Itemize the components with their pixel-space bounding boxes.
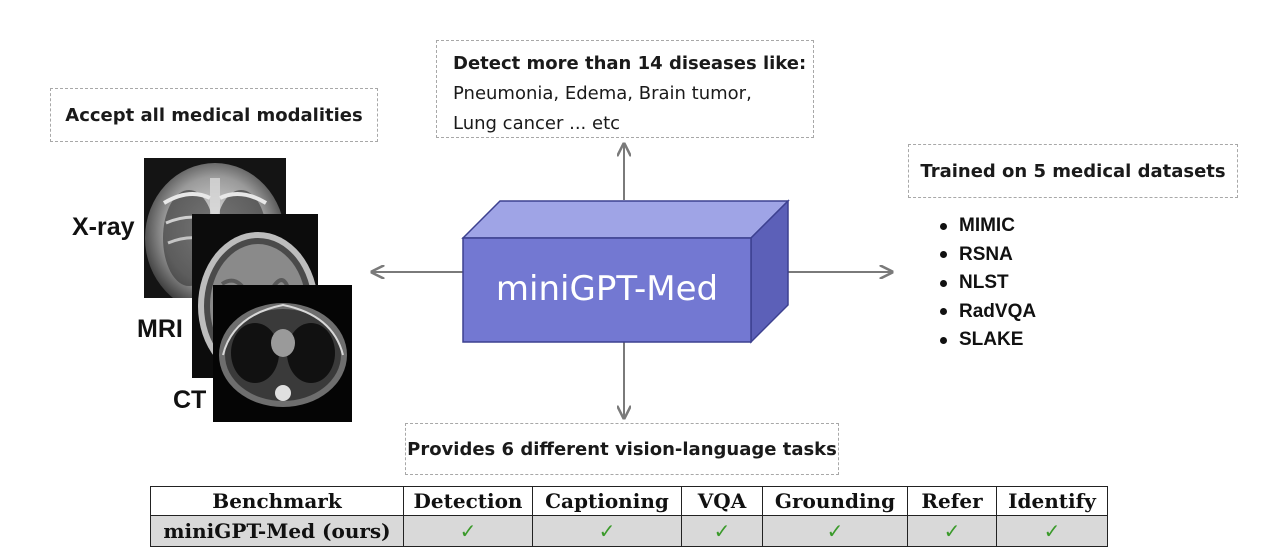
model-name-label: miniGPT-Med [495, 269, 719, 309]
diseases-line-1: Pneumonia, Edema, Brain tumor, [453, 83, 752, 104]
check-icon: ✓ [403, 515, 533, 547]
bullet-icon [940, 336, 947, 344]
label-mri: MRI [137, 315, 183, 343]
modalities-box: Accept all medical modalities [50, 88, 378, 142]
check-icon: ✓ [907, 515, 997, 547]
diseases-box: Detect more than 14 diseases like: Pneum… [436, 40, 814, 138]
box-top-face [461, 200, 790, 239]
dataset-item: MIMIC [940, 212, 1036, 241]
dataset-item: RSNA [940, 241, 1036, 270]
label-xray: X-ray [72, 213, 135, 241]
check-icon: ✓ [762, 515, 908, 547]
table-header-row: Benchmark Detection Captioning VQA Groun… [150, 486, 1108, 516]
label-ct: CT [173, 386, 207, 414]
benchmark-table: Benchmark Detection Captioning VQA Groun… [150, 486, 1108, 547]
bullet-icon [940, 251, 947, 259]
bullet-icon [940, 279, 947, 287]
row-model-name: miniGPT-Med (ours) [150, 515, 404, 547]
datasets-box: Trained on 5 medical datasets [908, 144, 1238, 198]
header-identify: Identify [996, 486, 1108, 516]
diseases-title: Detect more than 14 diseases like: [453, 53, 807, 74]
check-icon: ✓ [681, 515, 763, 547]
check-icon: ✓ [532, 515, 682, 547]
check-icon: ✓ [996, 515, 1108, 547]
header-vqa: VQA [681, 486, 763, 516]
dataset-item: RadVQA [940, 298, 1036, 327]
box-front-face [462, 237, 752, 343]
header-refer: Refer [907, 486, 997, 516]
tasks-title: Provides 6 different vision-language tas… [407, 438, 837, 460]
modalities-title: Accept all medical modalities [65, 104, 363, 126]
header-captioning: Captioning [532, 486, 682, 516]
tasks-box: Provides 6 different vision-language tas… [405, 423, 839, 475]
diseases-line-2: Lung cancer ... etc [453, 113, 621, 134]
header-grounding: Grounding [762, 486, 908, 516]
ct-image [213, 285, 352, 422]
dataset-list: MIMIC RSNA NLST RadVQA SLAKE [940, 212, 1036, 355]
datasets-title: Trained on 5 medical datasets [920, 160, 1226, 182]
header-detection: Detection [403, 486, 533, 516]
dataset-item: NLST [940, 269, 1036, 298]
dataset-item: SLAKE [940, 326, 1036, 355]
bullet-icon [940, 222, 947, 230]
header-benchmark: Benchmark [150, 486, 404, 516]
table-row: miniGPT-Med (ours) ✓ ✓ ✓ ✓ ✓ ✓ [150, 515, 1108, 547]
bullet-icon [940, 308, 947, 316]
